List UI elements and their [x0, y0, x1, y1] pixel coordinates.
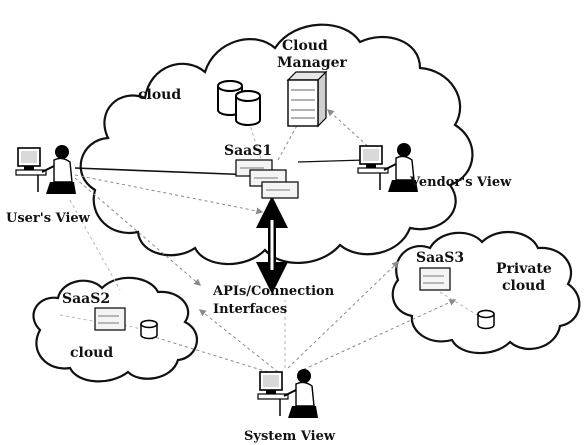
- users-view-label: User's View: [6, 211, 91, 226]
- cloud-manager-label-line1: Cloud: [282, 38, 328, 54]
- private-cloud-label-line2: cloud: [502, 278, 545, 294]
- private-cloud-label-line1: Private: [496, 261, 552, 277]
- saas2-cloud-label: cloud: [70, 345, 113, 361]
- cloud-manager-label-line2: Manager: [277, 55, 348, 71]
- saas2-label: SaaS2: [62, 291, 110, 307]
- cloud-manager-server-icon: [286, 70, 328, 128]
- main-cloud: [79, 23, 474, 266]
- vendors-view-label: Vendor's View: [409, 175, 512, 190]
- database-icon: [217, 80, 261, 126]
- saas3-label: SaaS3: [416, 250, 464, 266]
- apis-label-line1: APIs/Connection: [212, 284, 335, 299]
- vendor-workstation-icon: [357, 143, 418, 192]
- user-saas1-link: [74, 167, 256, 176]
- saas2-database-icon: [140, 319, 158, 340]
- system-view-label: System View: [244, 429, 336, 444]
- system-workstation-icon: [257, 369, 318, 418]
- user-workstation-icon: [15, 145, 76, 194]
- saas1-server-icon: [235, 159, 299, 199]
- saas3-database-icon: [477, 309, 495, 330]
- saas2-server-icon: [94, 307, 126, 331]
- private-cloud: [391, 230, 581, 355]
- apis-label-line2: Interfaces: [213, 302, 287, 317]
- saas3-server-icon: [419, 267, 451, 291]
- saas1-label: SaaS1: [224, 143, 272, 159]
- main-cloud-label: cloud: [138, 87, 181, 103]
